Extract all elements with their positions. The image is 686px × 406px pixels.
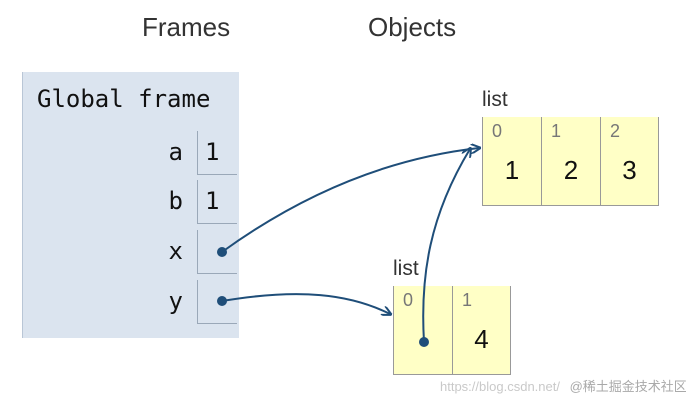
list-1-value-1: 2 (563, 155, 579, 185)
list-1-cell-2: 2 3 (600, 117, 659, 205)
list-object-2: 0 1 4 (393, 286, 511, 375)
list-2-index-0: 0 (403, 290, 414, 310)
frame-variable-x: x (23, 230, 240, 274)
list-1-index-2: 2 (610, 121, 621, 141)
variable-value-cell-y (197, 280, 237, 324)
global-frame-title: Global frame (37, 85, 211, 113)
list-2-cell-1: 1 4 (452, 286, 511, 374)
variable-name-x: x (168, 237, 183, 265)
variable-value-cell-b: 1 (197, 180, 237, 224)
pointer-x-to-list-1 (217, 148, 479, 257)
frames-heading: Frames (142, 12, 231, 42)
list-1-cell-0: 0 1 (482, 117, 541, 205)
list-2-value-1: 4 (474, 324, 489, 354)
global-frame-panel: Global frame a 1 b 1 x y (22, 72, 239, 338)
list-object-1-label: list (482, 88, 508, 111)
variable-name-b: b (168, 187, 183, 215)
list-1-cell-1: 1 2 (541, 117, 600, 205)
list-1-index-1: 1 (551, 121, 562, 141)
watermark: https://blog.csdn.net/ @稀土掘金技术社区 (440, 376, 686, 395)
list-2-cell-0: 0 (393, 286, 452, 374)
variable-name-y: y (168, 287, 183, 315)
variable-name-a: a (168, 138, 183, 166)
list-2-index-1: 1 (462, 290, 473, 310)
objects-heading: Objects (368, 12, 457, 42)
variable-value-cell-x (197, 230, 237, 274)
watermark-site: https://blog.csdn.net/ (440, 379, 560, 394)
frame-variable-y: y (23, 280, 240, 324)
list-1-value-2: 3 (622, 155, 637, 185)
pointer-y-to-list-2 (217, 293, 390, 314)
list-object-2-label: list (393, 257, 419, 280)
variable-value-b: 1 (205, 187, 220, 215)
watermark-brand: @稀土掘金技术社区 (569, 379, 686, 394)
list-1-index-0: 0 (492, 121, 503, 141)
variable-value-a: 1 (205, 138, 220, 166)
variable-value-cell-a: 1 (197, 131, 237, 175)
frame-variable-a: a 1 (23, 131, 240, 175)
list-1-value-0: 1 (504, 155, 520, 185)
list-object-1: 0 1 1 2 2 3 (482, 117, 659, 206)
frame-variable-b: b 1 (23, 180, 240, 224)
